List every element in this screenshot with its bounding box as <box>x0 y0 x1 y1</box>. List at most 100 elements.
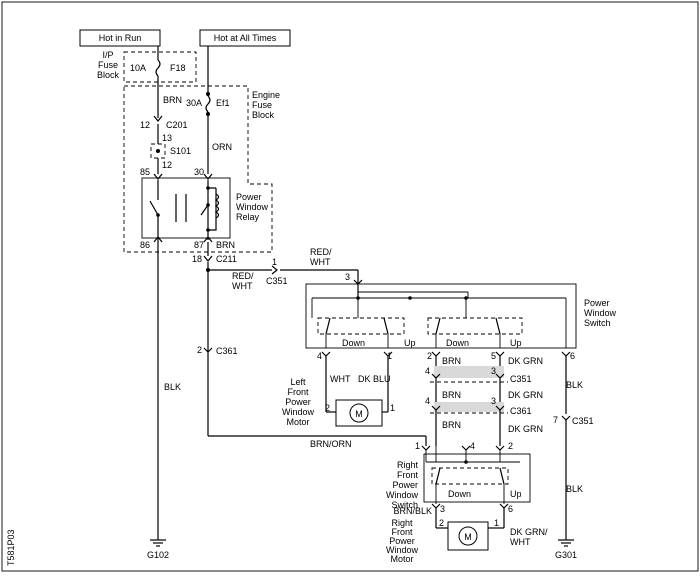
right-switch-label-4: Window <box>386 490 419 500</box>
ip-fuse-id: F18 <box>170 63 186 73</box>
switch-internals <box>311 284 567 348</box>
wire-blk-left: BLK <box>164 382 181 392</box>
switch-pin-5: 5 <box>491 351 496 361</box>
brn-orn-wire <box>208 435 427 446</box>
wire-brn-sw: BRN <box>442 356 461 366</box>
hot-at-all-times-label: Hot at All Times <box>214 33 277 43</box>
s101-splice-dot <box>156 149 160 153</box>
c351-mid-pin4: 4 <box>425 366 430 376</box>
right-motor-pin1: 1 <box>494 518 499 528</box>
ip-fuse-block-label-1: I/P <box>102 50 113 60</box>
switch-label-1: Power <box>584 298 610 308</box>
right-switch-box <box>423 453 531 503</box>
relay-pin-87: 87 <box>194 240 204 250</box>
ip-fuse-block-label-3: Block <box>97 70 120 80</box>
right-switch-up: Up <box>510 489 522 499</box>
switch-output-wires <box>321 351 571 414</box>
switch-up-1: Up <box>404 338 416 348</box>
left-motor-pin1: 1 <box>390 403 395 413</box>
switch-down-1: Down <box>342 338 365 348</box>
wire-dk-grn-mid: DK GRN <box>508 390 543 400</box>
wire-brn-orn: BRN/ORN <box>310 439 352 449</box>
c351-mid-pin3: 3 <box>491 366 496 376</box>
s101-splice-box <box>150 143 166 159</box>
left-motor-label-3: Power <box>285 397 311 407</box>
left-motor-label-2: Front <box>287 387 309 397</box>
red-wht-wire <box>206 242 359 436</box>
relay-label-1: Power <box>236 192 262 202</box>
right-switch-internals <box>421 445 520 504</box>
engine-fuse-block-outline <box>123 85 273 253</box>
c201-connector-symbol <box>153 115 163 122</box>
c211-pin: 18 <box>192 254 202 264</box>
c201-label: C201 <box>166 120 188 130</box>
c351-pin7: 7 <box>553 415 558 425</box>
ground-g301-label: G301 <box>555 550 577 560</box>
switch-label-2: Window <box>584 308 617 318</box>
wire-dk-grn-low: DK GRN <box>508 424 543 434</box>
c351-pin1-symbol <box>271 265 278 275</box>
c211-label: C211 <box>216 254 237 264</box>
right-switch-down: Down <box>448 489 471 499</box>
red-wht-label-1: RED/ <box>310 247 332 257</box>
s101-pin-bottom: 12 <box>162 160 172 170</box>
relay-coil-symbol <box>214 193 220 219</box>
ground-g102-symbol <box>150 539 166 547</box>
engine-fuse-block-label-1: Engine <box>252 90 280 100</box>
right-feed-wire <box>205 46 211 174</box>
engine-fuse-rating: 30A <box>186 98 202 108</box>
c361-left-pin: 2 <box>197 345 202 355</box>
c361-left-symbol <box>203 347 213 353</box>
ip-fuse-block-outline <box>123 51 197 83</box>
dk-grn-wht-1: DK GRN/ <box>510 527 548 537</box>
c351-mid-label: C351 <box>510 374 532 384</box>
switch-label-3: Switch <box>584 318 611 328</box>
power-window-relay-box <box>141 177 231 239</box>
wire-dk-grn-sw: DK GRN <box>508 356 543 366</box>
wire-brn-blk: BRN/BLK <box>393 506 432 516</box>
engine-fuse-block-label-3: Block <box>252 110 275 120</box>
right-motor-label-2: Front <box>391 527 413 537</box>
switch-pin-3: 3 <box>345 272 350 282</box>
wire-dk-blu: DK BLU <box>358 374 391 384</box>
c351-label-top: C351 <box>266 276 288 286</box>
right-switch-output-wires <box>431 503 509 528</box>
relay-label-2: Window <box>236 202 269 212</box>
red-wht-label-4: WHT <box>232 281 253 291</box>
left-motor-label-5: Motor <box>286 417 309 427</box>
right-switch-pin6: 6 <box>508 504 513 514</box>
ground-g301-symbol <box>558 539 574 547</box>
wire-brn-mid: BRN <box>442 390 461 400</box>
hot-in-run-box <box>79 29 161 47</box>
engine-fuse-block-label-2: Fuse <box>252 100 272 110</box>
c201-pin: 12 <box>140 120 150 130</box>
left-motor-label-4: Window <box>282 407 315 417</box>
c361-mid-label: C361 <box>510 406 532 416</box>
right-switch-pin3: 3 <box>440 504 445 514</box>
right-switch-label-1: Right <box>397 460 419 470</box>
hot-at-all-times-box <box>199 29 291 47</box>
switch-pin-6: 6 <box>570 351 575 361</box>
wire-wht: WHT <box>330 374 351 384</box>
red-wht-label-2: WHT <box>310 257 331 267</box>
right-motor-label-5: Motor <box>390 554 413 564</box>
ip-fuse-symbol <box>155 59 161 77</box>
right-motor-symbol <box>458 526 478 546</box>
c361-shade <box>434 402 504 412</box>
left-motor-pin2: 2 <box>325 403 330 413</box>
switch-pin-2: 2 <box>427 351 432 361</box>
wire-brn-87: BRN <box>216 240 235 250</box>
c351-mid-shade <box>434 366 504 378</box>
left-motor-label-1: Left <box>290 377 306 387</box>
ground-g102-label: G102 <box>147 550 169 560</box>
c361-left-label: C361 <box>216 346 238 356</box>
right-switch-pin1: 1 <box>415 441 420 451</box>
c351-pin1: 1 <box>272 257 277 267</box>
c211-connector-symbol <box>203 255 213 262</box>
relay-label-3: Relay <box>236 212 260 222</box>
left-motor-m: M <box>355 409 363 419</box>
right-switch-label-5: Switch <box>391 500 418 510</box>
wire-brn-top: BRN <box>163 95 182 105</box>
